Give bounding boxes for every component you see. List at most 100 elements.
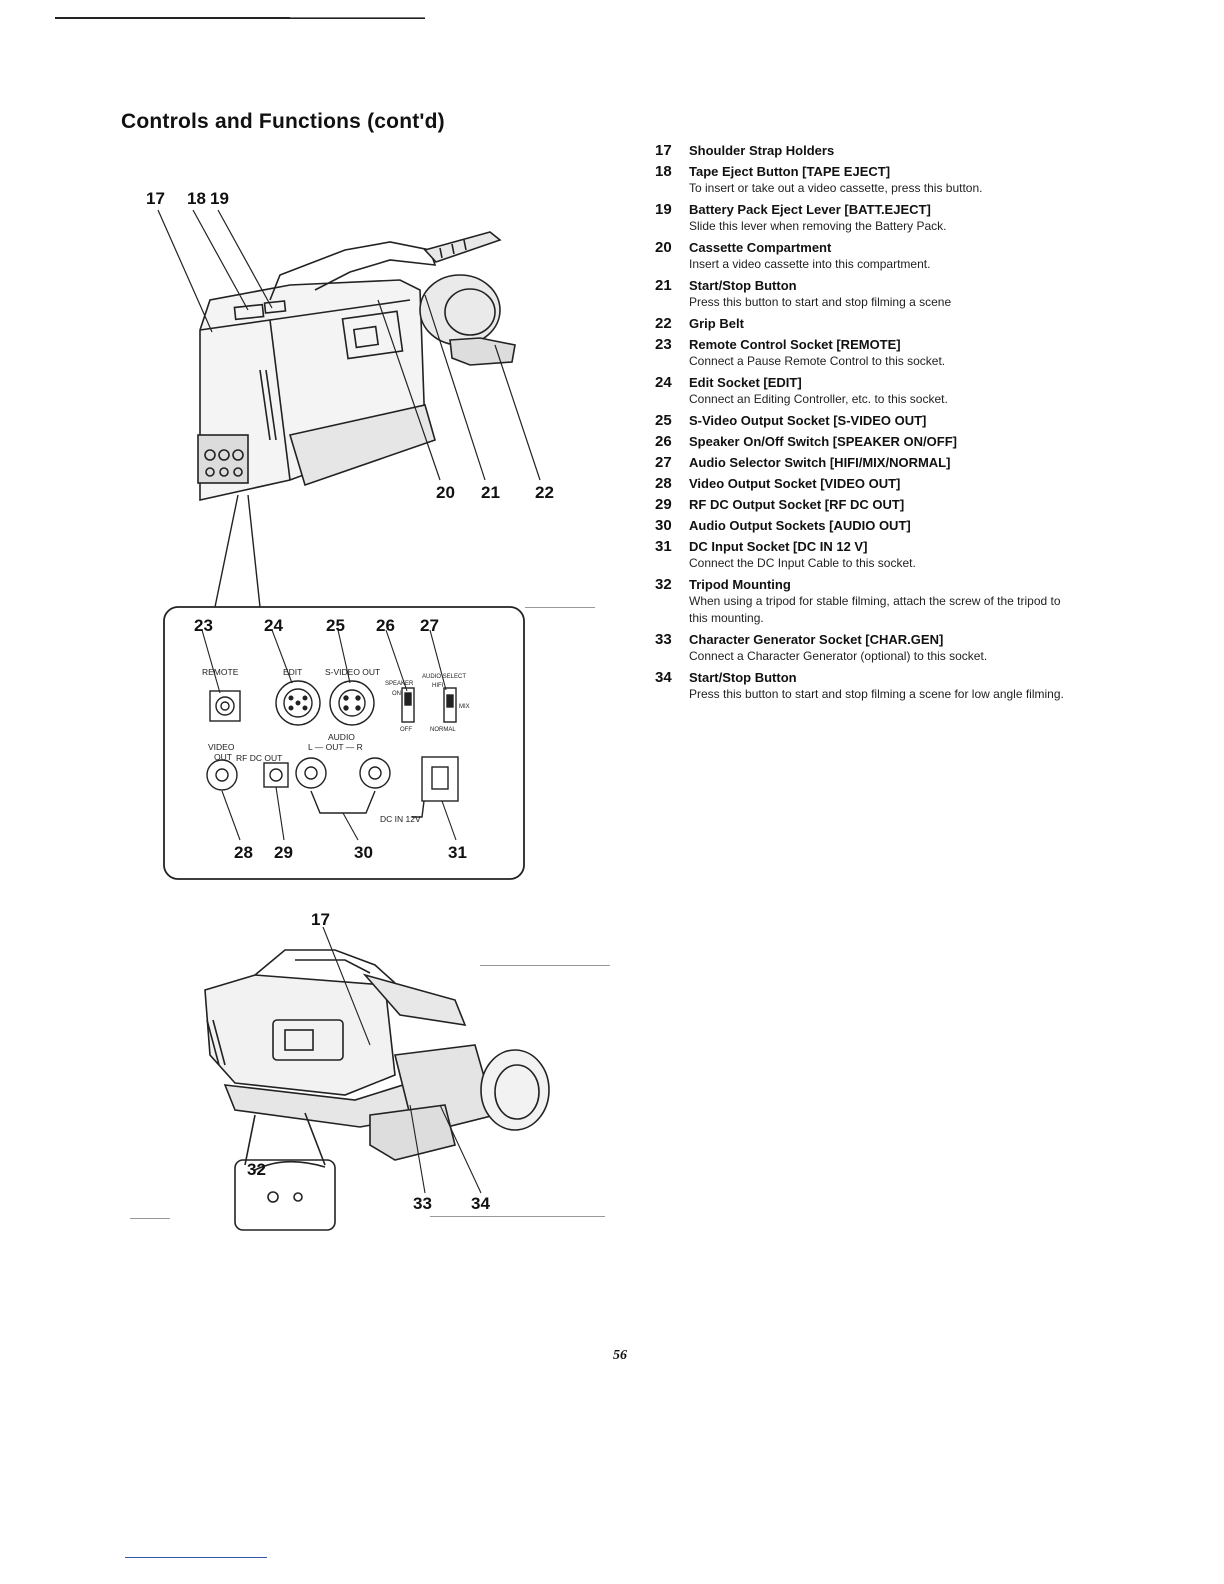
control-item-number: 33 [655,631,689,665]
control-item-body: Battery Pack Eject Lever [BATT.EJECT]Sli… [689,201,1065,235]
callout-27: 27 [420,616,439,635]
label-mix: MIX [459,704,470,710]
control-item-description: When using a tripod for stable filming, … [689,593,1065,627]
connector-panel-illustration: 23 24 25 26 27 28 29 30 31 REMOTE EDIT S… [160,495,530,885]
label-audio: AUDIO [328,732,355,742]
control-item-title: Tape Eject Button [TAPE EJECT] [689,163,1065,180]
control-item-description: Press this button to start and stop film… [689,686,1065,703]
top-rule-tail [290,17,425,18]
control-item-body: Remote Control Socket [REMOTE]Connect a … [689,336,1065,370]
callout-26: 26 [376,616,395,635]
control-item-title: S-Video Output Socket [S-VIDEO OUT] [689,412,1065,429]
callout-32: 32 [247,1160,266,1179]
camcorder-top-illustration: 17 18 19 20 21 22 [140,180,580,510]
control-item-body: Shoulder Strap Holders [689,142,1065,159]
control-item-title: Cassette Compartment [689,239,1065,256]
control-item-number: 32 [655,576,689,627]
callout-34: 34 [471,1194,490,1213]
control-item-body: DC Input Socket [DC IN 12 V]Connect the … [689,538,1065,572]
label-normal: NORMAL [430,727,456,733]
control-item: 19Battery Pack Eject Lever [BATT.EJECT]S… [655,201,1065,235]
label-remote: REMOTE [202,667,239,677]
callout-29: 29 [274,843,293,862]
control-item-title: Tripod Mounting [689,576,1065,593]
label-audio-select: AUDIO SELECT [422,674,466,680]
page-title: Controls and Functions (cont'd) [121,110,445,134]
scan-speck [525,607,595,608]
callout-30: 30 [354,843,373,862]
control-item-title: Start/Stop Button [689,277,1065,294]
label-l-out-r: L — OUT — R [308,742,363,752]
control-item-number: 26 [655,433,689,450]
control-item-number: 20 [655,239,689,273]
control-item: 27Audio Selector Switch [HIFI/MIX/NORMAL… [655,454,1065,471]
control-item-description: Connect a Pause Remote Control to this s… [689,353,1065,370]
control-item-title: Audio Selector Switch [HIFI/MIX/NORMAL] [689,454,1065,471]
control-item-title: Audio Output Sockets [AUDIO OUT] [689,517,1065,534]
label-rf-dc-out: RF DC OUT [236,753,282,763]
control-item-body: Character Generator Socket [CHAR.GEN]Con… [689,631,1065,665]
control-item-body: Tape Eject Button [TAPE EJECT]To insert … [689,163,1065,197]
control-item-number: 34 [655,669,689,703]
label-svideo-out: S-VIDEO OUT [325,667,380,677]
callout-31: 31 [448,843,467,862]
control-item-description: Connect a Character Generator (optional)… [689,648,1065,665]
control-item-body: S-Video Output Socket [S-VIDEO OUT] [689,412,1065,429]
control-item-title: Start/Stop Button [689,669,1065,686]
control-item-number: 30 [655,517,689,534]
page-number: 56 [613,1348,627,1364]
control-item-number: 25 [655,412,689,429]
control-item-description: Press this button to start and stop film… [689,294,1065,311]
label-out: OUT [214,752,232,762]
control-item-number: 24 [655,374,689,408]
control-item-description: Insert a video cassette into this compar… [689,256,1065,273]
control-item-number: 31 [655,538,689,572]
control-item-body: Video Output Socket [VIDEO OUT] [689,475,1065,492]
control-item-description: Slide this lever when removing the Batte… [689,218,1065,235]
control-item-title: Speaker On/Off Switch [SPEAKER ON/OFF] [689,433,1065,450]
control-item-body: Audio Selector Switch [HIFI/MIX/NORMAL] [689,454,1065,471]
control-item-title: Character Generator Socket [CHAR.GEN] [689,631,1065,648]
control-item: 18Tape Eject Button [TAPE EJECT]To inser… [655,163,1065,197]
label-off: OFF [400,727,412,733]
control-item-number: 22 [655,315,689,332]
control-item-title: RF DC Output Socket [RF DC OUT] [689,496,1065,513]
camcorder-top-figure: 17 18 19 20 21 22 [140,180,580,510]
scan-speck [130,1218,170,1219]
callout-25: 25 [326,616,345,635]
callout-17-bottom: 17 [311,910,330,929]
callout-28: 28 [234,843,253,862]
control-item-number: 17 [655,142,689,159]
label-hifi: HIFI [432,683,444,689]
control-item-description: Connect an Editing Controller, etc. to t… [689,391,1065,408]
control-item-number: 29 [655,496,689,513]
callout-19: 19 [210,189,229,208]
camcorder-bottom-illustration: 17 32 33 34 [195,905,595,1235]
callout-23: 23 [194,616,213,635]
control-item-title: Video Output Socket [VIDEO OUT] [689,475,1065,492]
control-item-title: Battery Pack Eject Lever [BATT.EJECT] [689,201,1065,218]
control-item-body: RF DC Output Socket [RF DC OUT] [689,496,1065,513]
control-item-title: Grip Belt [689,315,1065,332]
control-item-body: Speaker On/Off Switch [SPEAKER ON/OFF] [689,433,1065,450]
control-item-number: 28 [655,475,689,492]
control-item-description: To insert or take out a video cassette, … [689,180,1065,197]
control-item-number: 21 [655,277,689,311]
scan-speck [430,1216,605,1217]
control-item: 23Remote Control Socket [REMOTE]Connect … [655,336,1065,370]
control-item-title: DC Input Socket [DC IN 12 V] [689,538,1065,555]
